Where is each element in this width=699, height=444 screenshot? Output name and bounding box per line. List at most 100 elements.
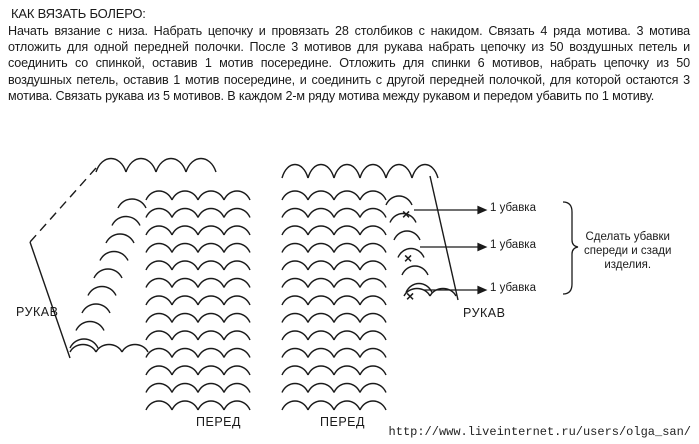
motif-scallop	[333, 312, 361, 323]
motif-scallop	[171, 260, 199, 271]
motif-scallop	[171, 225, 199, 236]
motif-scallop	[307, 382, 335, 393]
motif-scallop	[223, 225, 251, 236]
motif-scallop	[281, 207, 309, 218]
decrease-note: Сделать убавки спереди и сзади изделия.	[584, 230, 671, 272]
decrease-label-1: 1 убавка	[490, 202, 536, 214]
motif-scallop	[197, 207, 225, 218]
motif-scallop	[385, 195, 413, 206]
motif-scallop	[223, 365, 251, 376]
motif-scallop	[333, 242, 361, 253]
decrease-arrows	[414, 205, 488, 295]
motif-scallop	[145, 365, 173, 376]
motif-scallop	[359, 207, 387, 218]
motif-scallop	[197, 225, 225, 236]
motif-scallop	[307, 330, 335, 341]
motif-scallop	[145, 382, 173, 393]
motif-scallop	[397, 247, 425, 258]
motif-scallop	[333, 260, 361, 271]
motif-scallop	[281, 242, 309, 253]
motif-scallop	[197, 277, 225, 288]
motif-scallop	[121, 343, 149, 353]
motif-scallop	[171, 312, 199, 323]
motif-scallop	[145, 312, 173, 323]
motif-scallop	[171, 242, 199, 253]
motif-scallop	[105, 233, 135, 244]
motif-scallop	[359, 242, 387, 253]
motif-scallop	[281, 330, 309, 341]
motif-scallop	[223, 190, 251, 201]
motif-scallop	[359, 163, 387, 179]
motif-scallop	[307, 207, 335, 218]
motif-scallop	[281, 277, 309, 288]
motif-scallop	[197, 382, 225, 393]
motif-scallop	[393, 230, 421, 241]
motif-scallop	[307, 400, 335, 411]
motif-scallop	[359, 365, 387, 376]
motif-scallop	[197, 260, 225, 271]
motif-scallop	[333, 347, 361, 358]
motif-scallop	[81, 303, 111, 314]
motif-scallop	[359, 225, 387, 236]
note-brace	[562, 201, 579, 295]
instructions-block: КАК ВЯЗАТЬ БОЛЕРО: Начать вязание с низа…	[8, 6, 690, 104]
source-url: http://www.liveinternet.ru/users/olga_sa…	[388, 425, 691, 439]
motif-scallop	[333, 330, 361, 341]
motif-scallop	[333, 190, 361, 201]
motif-scallop	[93, 268, 123, 279]
motif-scallop	[333, 277, 361, 288]
motif-scallop	[171, 365, 199, 376]
motif-scallop	[307, 190, 335, 201]
motif-scallop	[69, 343, 97, 353]
motif-scallop	[281, 163, 309, 179]
motif-scallop	[359, 260, 387, 271]
motif-scallop	[185, 157, 217, 173]
motif-scallop	[281, 190, 309, 201]
motif-scallop	[411, 163, 439, 179]
motif-scallop	[223, 382, 251, 393]
motif-scallop	[145, 277, 173, 288]
motif-scallop	[281, 295, 309, 306]
decrease-marker-3: ×	[406, 288, 414, 304]
motif-scallop	[223, 312, 251, 323]
motif-scallop	[307, 347, 335, 358]
sleeve-outlines	[29, 167, 459, 359]
motif-scallop	[171, 330, 199, 341]
motif-scallop	[307, 365, 335, 376]
motif-scallop	[307, 225, 335, 236]
motif-scallop	[95, 157, 127, 173]
motif-scallop	[223, 207, 251, 218]
motif-scallop	[281, 382, 309, 393]
motif-scallop	[223, 295, 251, 306]
sleeve-label-left: РУКАВ	[16, 305, 59, 319]
note-line-2: спереди и сзади	[584, 245, 672, 257]
motif-scallop	[223, 347, 251, 358]
motif-scallop	[197, 242, 225, 253]
instructions-text: Начать вязание с низа. Набрать цепочку и…	[8, 24, 690, 103]
motif-scallop	[197, 330, 225, 341]
motif-scallop	[359, 400, 387, 411]
motif-scallop	[197, 400, 225, 411]
motif-scallop	[223, 400, 251, 411]
motif-scallop	[171, 295, 199, 306]
motif-scallop	[223, 260, 251, 271]
motif-scallop	[171, 207, 199, 218]
decrease-label-3: 1 убавка	[490, 282, 536, 294]
front-label-left: ПЕРЕД	[196, 415, 241, 429]
motif-scallop	[223, 277, 251, 288]
motif-scallop	[333, 365, 361, 376]
motif-scallop	[197, 312, 225, 323]
motif-scallop	[359, 312, 387, 323]
motif-scallop	[171, 277, 199, 288]
motif-scallop	[145, 347, 173, 358]
motif-scallop	[403, 287, 431, 297]
motif-scallop	[145, 190, 173, 201]
motif-scallop	[145, 225, 173, 236]
decrease-marker-2: ×	[404, 250, 412, 266]
motif-scallop	[307, 163, 335, 179]
motif-scallop	[145, 295, 173, 306]
motif-scallop	[145, 242, 173, 253]
motif-scallop	[333, 207, 361, 218]
decrease-marks: × × ×	[402, 206, 414, 304]
